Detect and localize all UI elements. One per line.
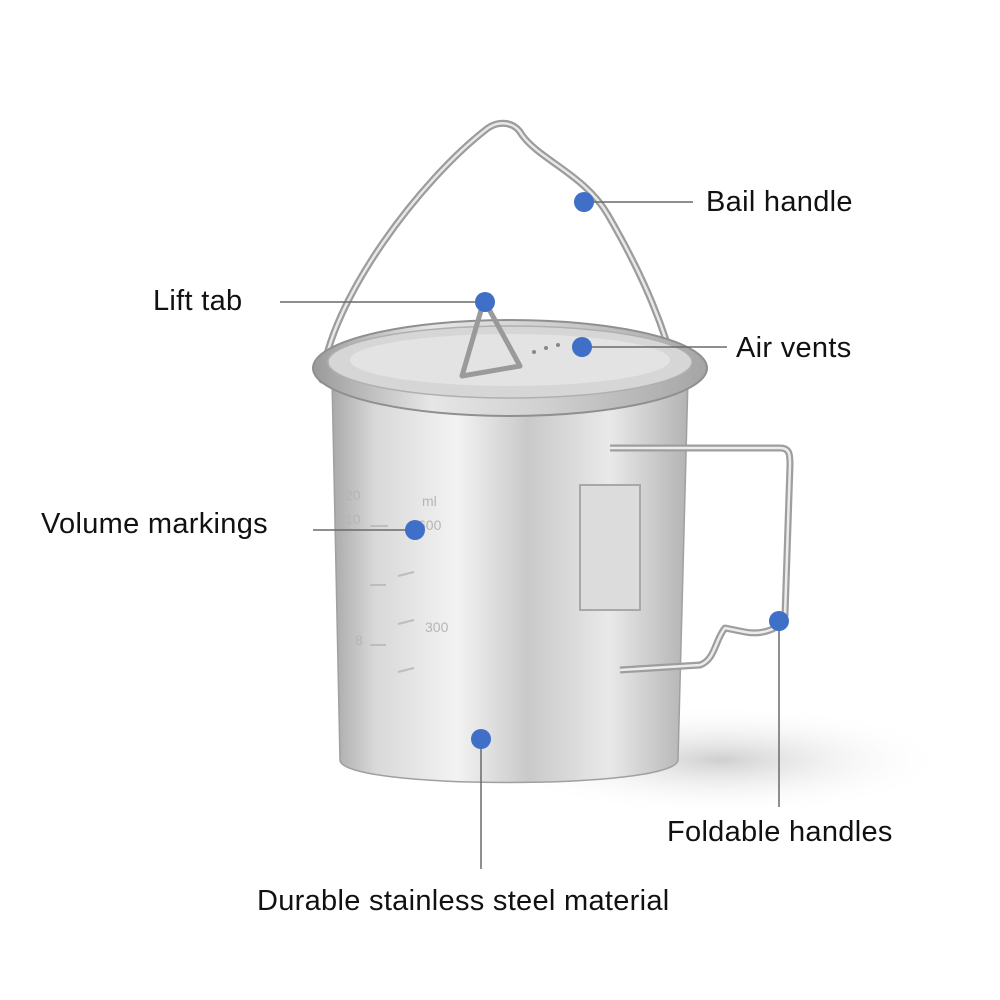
label-foldable-handles: Foldable handles [667,816,893,848]
label-volume-markings: Volume markings [41,508,268,540]
svg-text:10: 10 [345,511,361,527]
material-dot [471,729,491,749]
lift-tab-dot [475,292,495,312]
bail-handle-dot [574,192,594,212]
label-material: Durable stainless steel material [257,885,670,917]
pot-body [331,377,689,784]
callout-dots [405,192,789,749]
volume-marking-ticks [370,525,415,673]
volume-marking-numbers: 20 10 8 ml 600 300 [345,487,449,648]
svg-text:8: 8 [355,632,363,648]
svg-text:20: 20 [345,487,361,503]
leader-lines [280,201,780,869]
label-bail-handle: Bail handle [706,186,853,218]
svg-text:300: 300 [425,619,449,635]
volume-markings-dot [405,520,425,540]
lift-tab [459,297,523,379]
air-vents-dot [572,337,592,357]
foldable-handles-dot [769,611,789,631]
label-lift-tab: Lift tab [153,285,243,317]
svg-text:ml: ml [422,493,437,509]
label-air-vents: Air vents [736,332,852,364]
